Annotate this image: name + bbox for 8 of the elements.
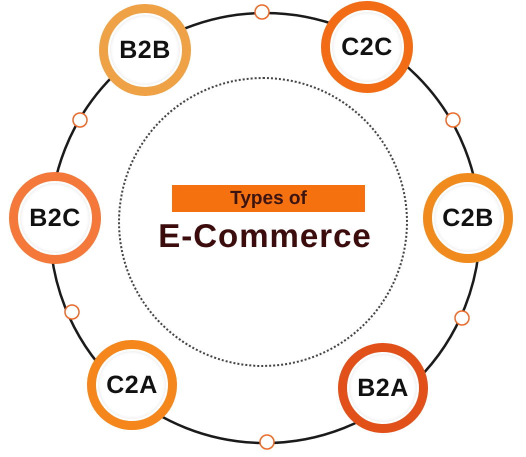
type-label: B2A — [357, 374, 409, 402]
banner-label: Types of — [172, 185, 365, 212]
title-text: E-Commerce — [157, 217, 373, 255]
type-label: B2C — [29, 204, 81, 232]
type-label: C2C — [341, 32, 393, 62]
type-label: C2B — [442, 204, 494, 232]
type-label: B2B — [119, 36, 171, 64]
type-label: C2A — [106, 370, 158, 400]
